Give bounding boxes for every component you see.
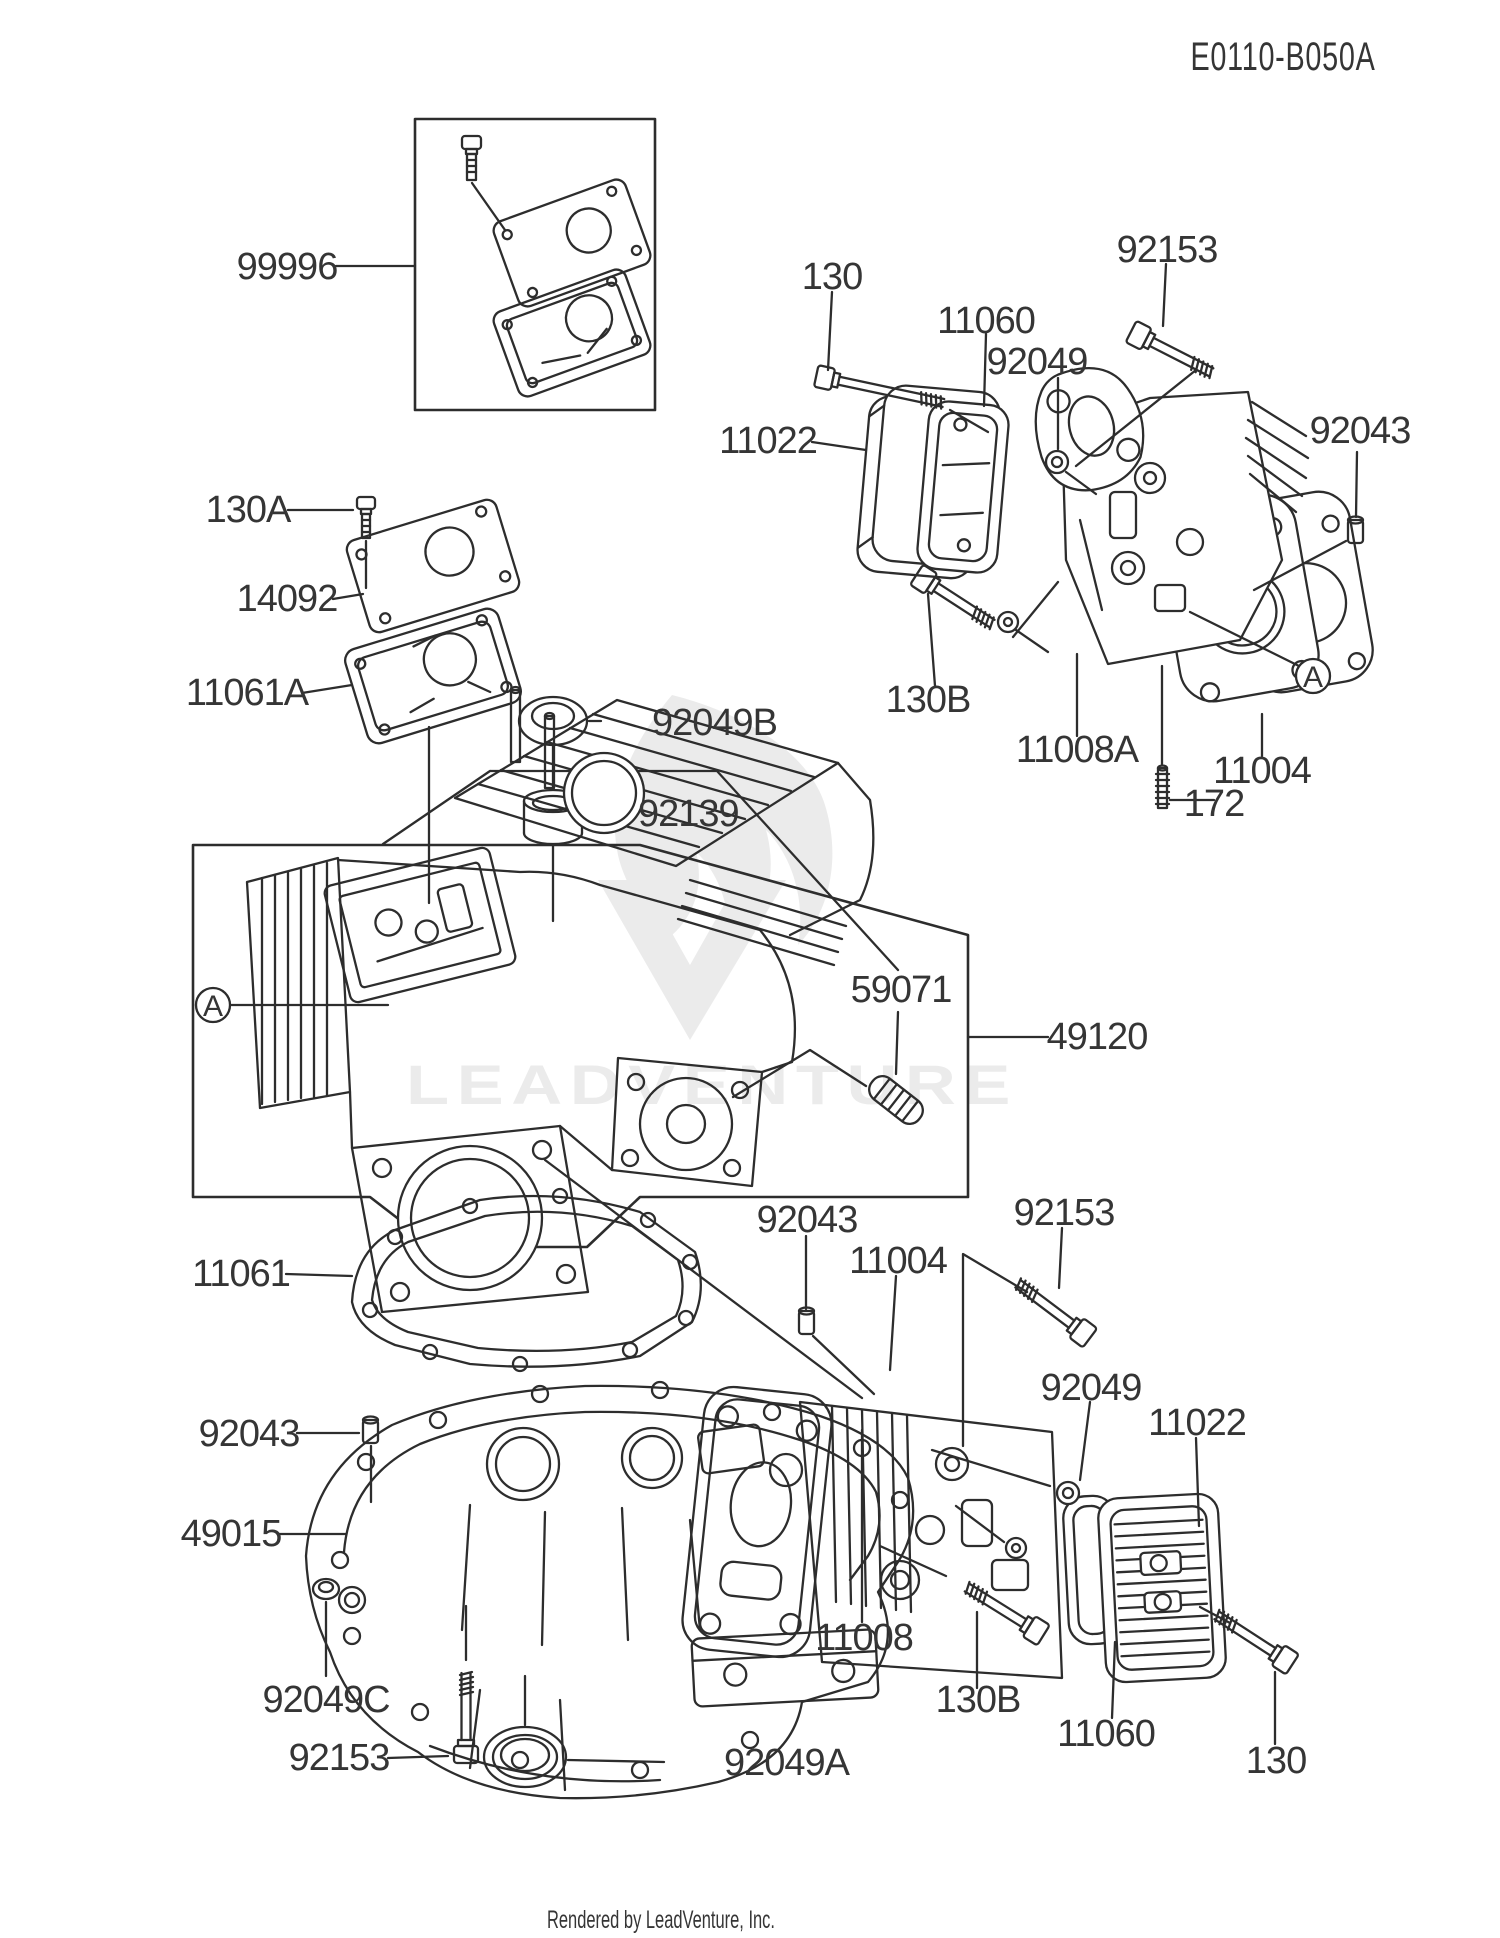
dowel-pin-92043-mid	[797, 1306, 816, 1336]
seal-92049c-icon	[311, 1577, 341, 1601]
part-label-130b-low: 130B	[936, 1679, 1021, 1721]
callout-funnel-59071	[731, 1048, 868, 1099]
leader-92153-top	[1161, 262, 1168, 328]
leader-92049a	[566, 1758, 666, 1764]
part-label-11022-right: 11022	[1148, 1402, 1246, 1444]
kit-gasket-icon	[492, 268, 652, 398]
detail-marker-a-right-label: A	[1303, 661, 1323, 694]
leader-14092	[331, 592, 365, 601]
leader-59071	[894, 1010, 900, 1076]
crankcase-49015-art	[304, 1380, 915, 1800]
leader-11004-mid	[888, 1274, 898, 1372]
detail-marker-a-left	[194, 986, 390, 1024]
part-label-11061a: 11061A	[186, 672, 310, 714]
part-label-11008a: 11008A	[1016, 729, 1140, 771]
footer-credit: Rendered by LeadVenture, Inc.	[547, 1906, 775, 1934]
bolt-92153-right-icon	[1008, 1272, 1099, 1349]
leader-pin-to-gasket	[1252, 539, 1348, 592]
diagram-code: E0110-B050A	[1191, 35, 1376, 79]
detail-marker-a-left-label: A	[203, 990, 223, 1023]
leader-130b-top	[926, 592, 937, 688]
seal-92049a-icon	[482, 1725, 568, 1789]
part-label-92139: 92139	[638, 793, 739, 835]
detail-marker-a-right	[1188, 610, 1332, 695]
head-cover-gasket-11060-top-icon	[916, 400, 1010, 574]
kit-box-99996	[413, 117, 657, 412]
part-label-130-top: 130	[802, 256, 862, 298]
part-labels: E0110-B050A 99996 130 11022 11060 92049 …	[181, 35, 1412, 1934]
part-label-92049b: 92049B	[652, 702, 777, 744]
head-cover-11022-low-icon	[1097, 1492, 1227, 1684]
part-label-92153-left: 92153	[289, 1737, 390, 1779]
leader-11022-top	[810, 440, 868, 452]
part-label-92043-mid: 92043	[757, 1199, 858, 1241]
flame-logo-v-icon	[598, 880, 786, 1040]
callout-funnel-92153-right	[961, 1252, 1029, 1448]
part-label-49120: 49120	[1047, 1016, 1148, 1058]
kit-plate-icon	[492, 178, 652, 308]
part-label-130b-top: 130B	[886, 679, 971, 721]
part-label-11061: 11061	[192, 1253, 290, 1295]
flame-logo-icon	[614, 695, 833, 952]
leader-bolt-to-head	[1011, 580, 1060, 639]
leader-11022-right	[1194, 1436, 1201, 1528]
part-label-130a: 130A	[206, 489, 292, 531]
leader-11061	[284, 1272, 354, 1278]
head-assembly-upper-art	[856, 367, 1374, 810]
part-label-49015: 49015	[181, 1513, 282, 1555]
leader-130-top	[826, 290, 834, 372]
bolt-92153-left-icon	[452, 1670, 480, 1765]
part-label-92049a: 92049A	[724, 1742, 851, 1784]
leader-11060-low	[1110, 1640, 1117, 1720]
part-label-92153-right: 92153	[1014, 1192, 1115, 1234]
leader-11060-top	[982, 332, 988, 408]
gasket-11061-icon	[350, 1187, 702, 1373]
leader-pin-to-head	[811, 1334, 876, 1396]
part-label-92153-top: 92153	[1117, 229, 1218, 271]
part-label-14092: 14092	[237, 578, 338, 620]
stud-172-icon	[1154, 764, 1171, 810]
head-assembly-lower-art	[681, 1385, 1227, 1684]
part-label-59071: 59071	[851, 969, 952, 1011]
set-screw-59071-icon	[868, 1074, 924, 1126]
callout-funnel-92153-top	[1074, 368, 1198, 468]
leader-92043-top	[1354, 450, 1359, 519]
part-label-92043-left: 92043	[199, 1413, 300, 1455]
leader-bolt-to-cover	[948, 408, 990, 434]
part-label-92049-top: 92049	[987, 341, 1088, 383]
leader-head-to-bolt	[878, 1544, 948, 1578]
part-label-11008: 11008	[815, 1617, 913, 1659]
head-gasket-11004-mid-icon	[681, 1385, 833, 1659]
callout-funnel-detail-a	[543, 1158, 864, 1400]
leader-11061a	[300, 683, 354, 695]
part-label-92043-top: 92043	[1310, 410, 1411, 452]
leader-cover-to-bolt	[1198, 1605, 1232, 1625]
part-label-99996: 99996	[237, 246, 338, 288]
part-label-92049-right: 92049	[1041, 1367, 1142, 1409]
leader-92153-left	[386, 1754, 450, 1760]
part-label-92049c: 92049C	[262, 1679, 389, 1721]
gasket-11061a-icon	[344, 607, 522, 745]
part-label-11004-mid: 11004	[849, 1240, 948, 1282]
kit-screw-icon	[460, 134, 483, 182]
bolt-92153-top-icon	[1124, 319, 1219, 385]
part-label-172: 172	[1184, 783, 1244, 825]
leader-92049-right	[1078, 1400, 1092, 1482]
part-label-11022-top: 11022	[719, 420, 817, 462]
part-label-11060-top: 11060	[937, 300, 1035, 342]
cylinder-assembly-art	[245, 685, 875, 1314]
part-label-11004-top: 11004	[1213, 750, 1312, 792]
plate-14092-icon	[345, 498, 521, 634]
part-label-130-low: 130	[1246, 1740, 1306, 1782]
leader-92153-right	[1057, 1226, 1064, 1290]
dowel-pin-92043-top	[1346, 515, 1365, 545]
watermark-text: LEADVENTURE	[406, 1053, 1018, 1116]
screw-130a-icon	[355, 495, 377, 590]
bolt-130b-low-icon	[958, 1575, 1051, 1647]
part-label-11060-low: 11060	[1057, 1713, 1155, 1755]
leadventure-watermark: LEADVENTURE	[406, 695, 1018, 1116]
